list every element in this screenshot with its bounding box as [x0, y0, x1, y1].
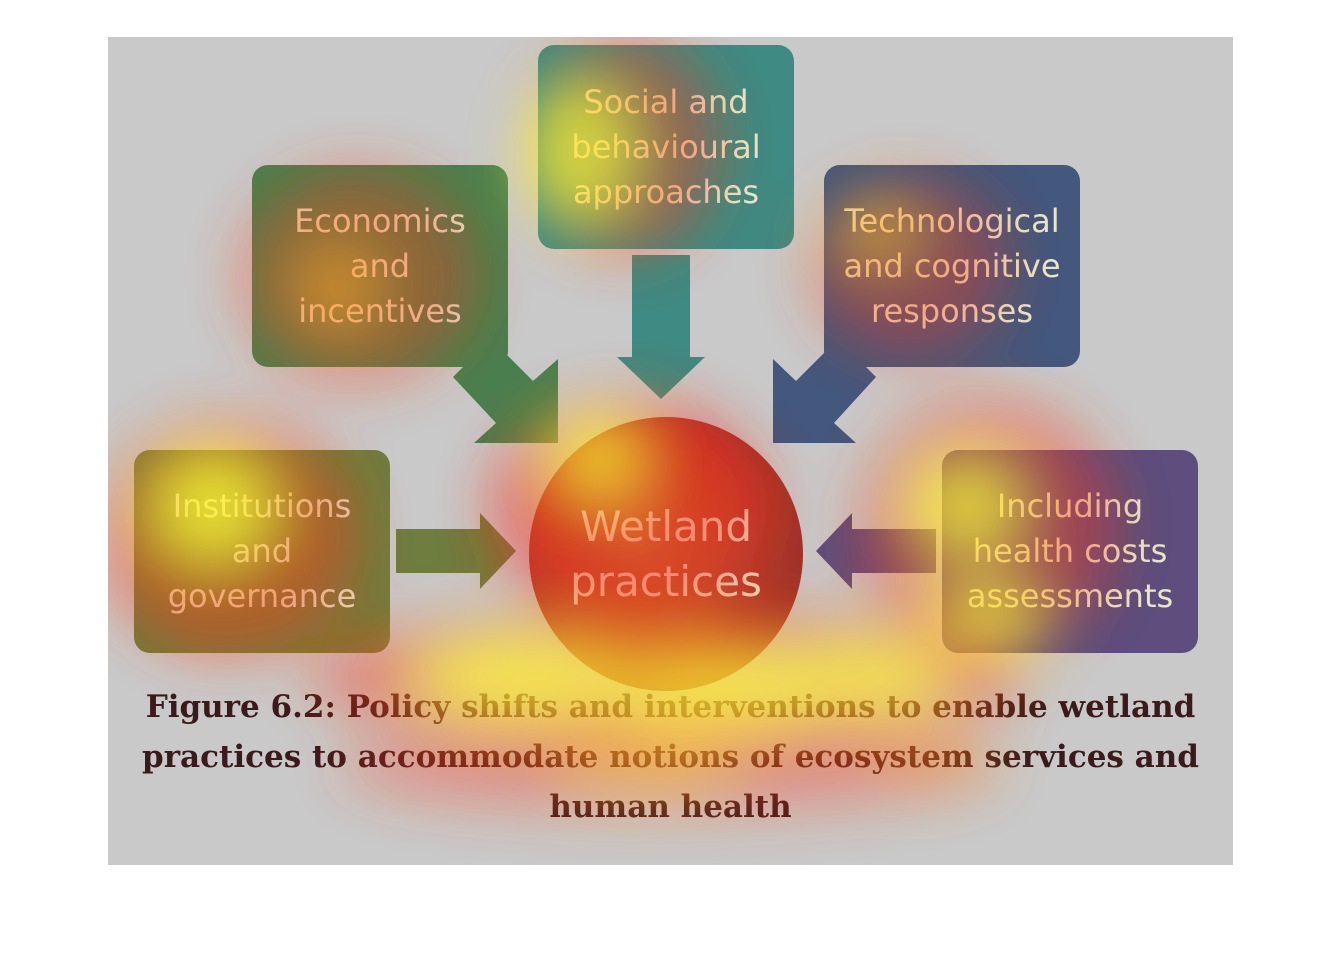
node-social-behavioural: Social and behavioural approaches: [538, 45, 794, 249]
node-health-label: Including health costs assessments: [966, 487, 1174, 615]
node-institutions-governance: Institutions and governance: [134, 450, 390, 653]
node-health-costs: Including health costs assessments: [942, 450, 1198, 653]
arrow-health-to-center: [816, 513, 936, 589]
node-social-label: Social and behavioural approaches: [571, 82, 761, 211]
node-economics-label: Economics and incentives: [294, 201, 466, 330]
figure-caption: Figure 6.2: Policy shifts and interventi…: [142, 689, 1199, 825]
figure-panel: Social and behavioural approaches Econom…: [108, 37, 1233, 865]
node-center-label: Wetland practices: [570, 502, 762, 606]
arrow-social-to-center: [617, 255, 705, 399]
node-institutions-label: Institutions and governance: [167, 487, 357, 615]
node-technological-label: Technological and cognitive responses: [843, 201, 1061, 330]
node-technological-cognitive: Technological and cognitive responses: [824, 165, 1080, 367]
arrow-institutions-to-center: [396, 513, 516, 589]
node-economics-incentives: Economics and incentives: [252, 165, 508, 367]
node-wetland-practices: Wetland practices: [529, 417, 803, 691]
